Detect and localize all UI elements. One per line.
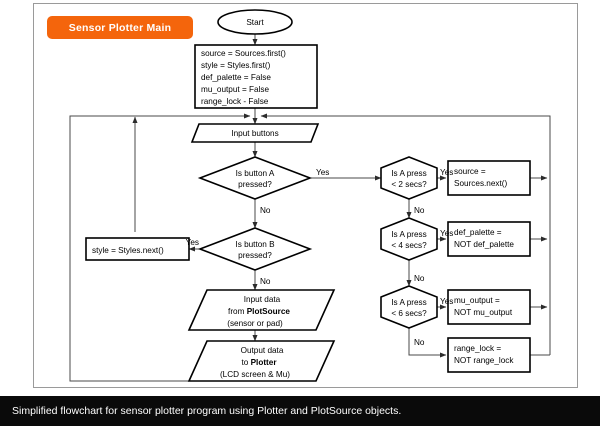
edge-a6-no [408,328,447,358]
node-style-next-label: style = Styles.next() [92,246,164,255]
edge-label-btnb-no: No [260,277,271,286]
node-input-data: Input data from PlotSource (sensor or pa… [187,289,336,331]
edge-label-a6-yes: Yes [440,297,453,306]
edge-label-a4-no: No [414,274,425,283]
node-start-label: Start [246,18,264,27]
edge-label-a6-no: No [414,338,425,347]
node-defpal-line1: def_palette = [454,228,502,237]
node-indata-line3: (sensor or pad) [227,319,283,328]
node-source-next: source = Sources.next() [447,160,531,196]
node-start: Start [217,9,293,35]
caption-text: Simplified flowchart for sensor plotter … [12,405,402,417]
node-indata-line1: Input data [244,295,281,304]
node-outdata-line2-bold: Plotter [251,358,278,367]
edge-labels: Yes No Yes No Yes No Yes No Yes No [186,168,454,347]
node-muout-line1: mu_output = [454,296,500,305]
node-decision-a-6sec: Is A press < 6 secs? [380,285,438,329]
node-a2-line2: < 2 secs? [391,180,427,189]
node-a2-line1: Is A press [391,169,427,178]
node-a6-line1: Is A press [391,298,427,307]
node-decision-a-2sec: Is A press < 2 secs? [380,156,438,200]
node-style-next: style = Styles.next() [85,237,190,261]
node-input-buttons: Input buttons [190,123,320,143]
node-rnglock-line1: range_lock = [454,344,501,353]
node-btnb-line1: Is button B [235,240,275,249]
node-decision-button-b: Is button B pressed? [197,227,313,271]
node-defpal-line2: NOT def_palette [454,240,514,249]
node-btna-line1: Is button A [236,169,275,178]
node-input-buttons-label: Input buttons [231,129,278,138]
node-init: source = Sources.first() style = Styles.… [194,44,318,109]
flowchart-svg: Start source = Sources.first() style = S… [69,9,551,382]
node-decision-a-4sec: Is A press < 4 secs? [380,217,438,261]
edge-right-rail-loopback [260,113,551,178]
edge-label-btna-yes: Yes [316,168,329,177]
node-init-line3: def_palette = False [201,73,271,82]
edge-label-a4-yes: Yes [440,229,453,238]
node-indata-line2: from PlotSource [228,307,290,316]
node-init-line2: style = Styles.first() [201,61,271,70]
caption-bar: Simplified flowchart for sensor plotter … [0,396,600,426]
node-srcnext-line1: source = [454,167,486,176]
node-outdata-line3: (LCD screen & Mu) [220,370,290,379]
node-output-data: Output data to Plotter (LCD screen & Mu) [187,340,336,382]
node-a4-line2: < 4 secs? [391,241,427,250]
edge-outputdata-loopback [69,113,255,382]
node-muout-line2: NOT mu_output [454,308,513,317]
node-outdata-line2-prefix: to [241,358,250,367]
edge-label-btna-no: No [260,206,271,215]
node-outdata-line1: Output data [241,346,284,355]
node-init-line1: source = Sources.first() [201,49,286,58]
node-a4-line1: Is A press [391,230,427,239]
node-outdata-line2: to Plotter [241,358,277,367]
node-range-lock: range_lock = NOT range_lock [447,337,531,373]
title-badge: Sensor Plotter Main [47,16,193,39]
edge-label-a2-yes: Yes [440,168,453,177]
connectors [69,33,551,382]
node-btnb-line2: pressed? [238,251,272,260]
node-init-line4: mu_output = False [201,85,269,94]
node-rnglock-line2: NOT range_lock [454,356,514,365]
node-btna-line2: pressed? [238,180,272,189]
node-mu-output: mu_output = NOT mu_output [447,289,531,325]
node-indata-line2-prefix: from [228,307,247,316]
edge-label-a2-no: No [414,206,425,215]
edge-label-btnb-yes: Yes [186,238,199,247]
node-init-line5: range_lock - False [201,97,269,106]
node-def-palette: def_palette = NOT def_palette [447,221,531,257]
node-a6-line2: < 6 secs? [391,309,427,318]
node-decision-button-a: Is button A pressed? [197,156,313,200]
title-badge-label: Sensor Plotter Main [68,21,172,34]
node-srcnext-line2: Sources.next() [454,179,508,188]
node-indata-line2-bold: PlotSource [247,307,291,316]
